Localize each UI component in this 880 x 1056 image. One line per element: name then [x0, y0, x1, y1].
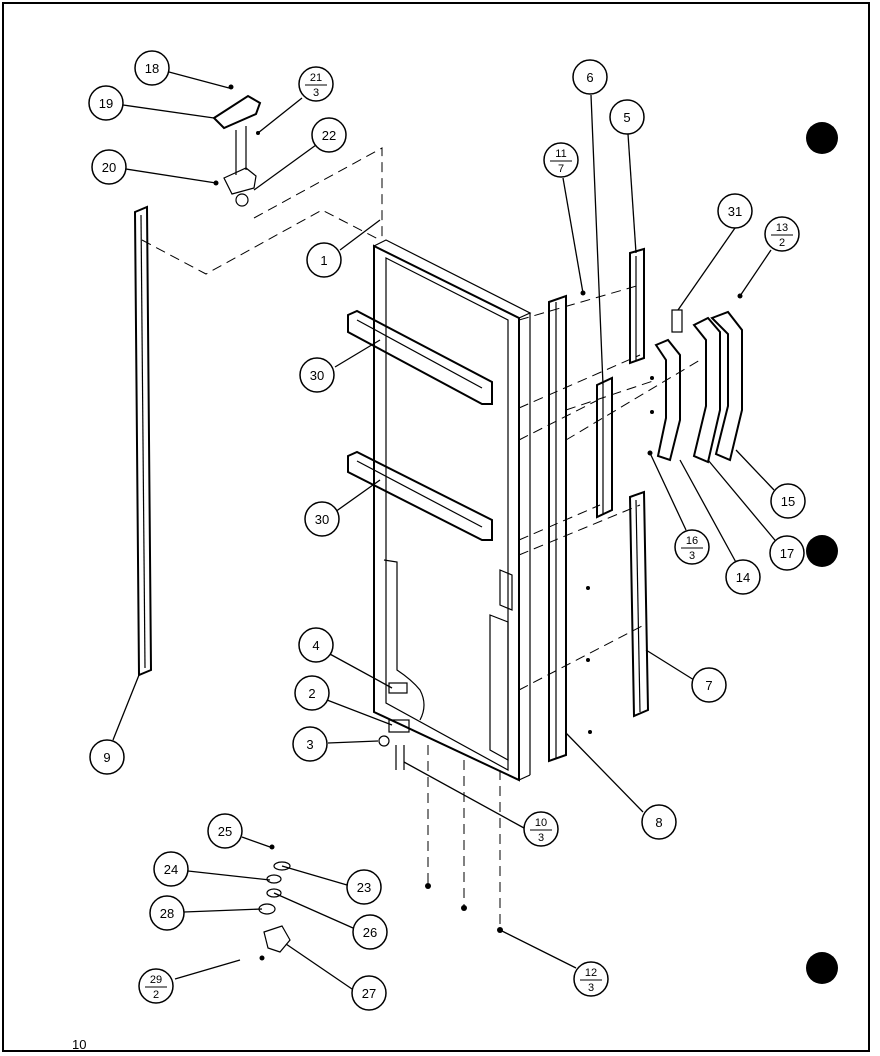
- callout-denominator: 7: [558, 163, 564, 175]
- handle-section-middle: [692, 316, 721, 464]
- callout-label: 5: [623, 110, 630, 125]
- handle-plate: [671, 309, 683, 333]
- upper-trim-channel: [629, 247, 645, 365]
- callout-label: 1: [320, 253, 327, 268]
- lower-trim-channel: [628, 490, 650, 718]
- door-shelf-lower: [347, 450, 493, 541]
- callout-26: 26: [352, 914, 388, 950]
- callout-label: 31: [728, 204, 742, 219]
- callout-17: 17: [769, 535, 805, 571]
- callout-19: 19: [88, 85, 124, 121]
- callout-30-lower: 30: [304, 501, 340, 537]
- callout-numerator: 10: [535, 817, 547, 829]
- callout-8: 8: [641, 804, 677, 840]
- callout-label: 23: [357, 880, 371, 895]
- callout-label: 7: [705, 678, 712, 693]
- callout-denominator: 2: [153, 989, 159, 1001]
- callout-label: 28: [160, 906, 174, 921]
- callout-1: 1: [306, 242, 342, 278]
- callout-16-over-3: 16 3: [674, 529, 710, 565]
- callout-14: 14: [725, 559, 761, 595]
- callout-label: 30: [315, 512, 329, 527]
- callout-18: 18: [134, 50, 170, 86]
- callout-2: 2: [294, 675, 330, 711]
- callout-12-over-3: 12 3: [573, 961, 609, 997]
- callout-denominator: 3: [689, 550, 695, 562]
- callout-4: 4: [298, 627, 334, 663]
- callout-label: 18: [145, 61, 159, 76]
- callout-numerator: 13: [776, 222, 788, 234]
- callout-numerator: 12: [585, 967, 597, 979]
- callout-label: 2: [308, 686, 315, 701]
- leader-lines: [112, 71, 780, 990]
- callout-denominator: 3: [588, 982, 594, 994]
- registration-dot-top: [806, 122, 838, 154]
- door-shelf-upper: [347, 309, 493, 405]
- callout-label: 15: [781, 494, 795, 509]
- callout-7: 7: [691, 667, 727, 703]
- callout-label: 17: [780, 546, 794, 561]
- callout-15: 15: [770, 483, 806, 519]
- door-bottom-hardware: [378, 682, 410, 770]
- callout-label: 4: [312, 638, 319, 653]
- callout-24: 24: [153, 851, 189, 887]
- top-hinge-assembly: [212, 94, 262, 207]
- callout-29-over-2: 29 2: [138, 968, 174, 1004]
- handle-section-front: [654, 338, 681, 462]
- callout-label: 20: [102, 160, 116, 175]
- callout-9: 9: [89, 739, 125, 775]
- handle-section-rear: [710, 310, 743, 462]
- assembly-dashed-lines: [141, 147, 701, 930]
- callout-label: 19: [99, 96, 113, 111]
- callout-3: 3: [292, 726, 328, 762]
- callout-label: 14: [736, 570, 750, 585]
- door-panel: [372, 239, 532, 782]
- callout-5: 5: [609, 99, 645, 135]
- callout-label: 30: [310, 368, 324, 383]
- page-number: 10: [72, 1037, 86, 1052]
- callout-denominator: 3: [313, 87, 319, 99]
- callout-label: 22: [322, 128, 336, 143]
- callout-numerator: 21: [310, 72, 322, 84]
- callout-label: 26: [363, 925, 377, 940]
- callout-label: 3: [306, 737, 313, 752]
- callout-13-over-2: 13 2: [764, 216, 800, 252]
- callout-numerator: 29: [150, 974, 162, 986]
- callout-numerator: 16: [686, 535, 698, 547]
- callout-25: 25: [207, 813, 243, 849]
- callout-11-over-7: 11 7: [543, 142, 579, 178]
- callout-denominator: 2: [779, 237, 785, 249]
- registration-dot-bottom: [806, 952, 838, 984]
- callout-10-over-3: 10 3: [523, 811, 559, 847]
- handle-channel: [596, 376, 613, 519]
- callout-28: 28: [149, 895, 185, 931]
- callout-label: 8: [655, 815, 662, 830]
- callout-numerator: 11: [555, 148, 566, 160]
- callout-20: 20: [91, 149, 127, 185]
- callout-22: 22: [311, 117, 347, 153]
- callout-label: 24: [164, 862, 178, 877]
- callout-27: 27: [351, 975, 387, 1011]
- callout-label: 25: [218, 824, 232, 839]
- bottom-hinge-assembly: [258, 844, 291, 961]
- callout-label: 9: [103, 750, 110, 765]
- door-trim-panel: [548, 294, 567, 763]
- callout-denominator: 3: [538, 832, 544, 844]
- registration-dot-middle: [806, 535, 838, 567]
- callout-label: 6: [586, 70, 593, 85]
- callout-31: 31: [717, 193, 753, 229]
- callout-23: 23: [346, 869, 382, 905]
- callout-label: 27: [362, 986, 376, 1001]
- callout-21-over-3: 21 3: [298, 66, 334, 102]
- callout-6: 6: [572, 59, 608, 95]
- door-gasket-strip: [133, 205, 153, 677]
- callout-30-upper: 30: [299, 357, 335, 393]
